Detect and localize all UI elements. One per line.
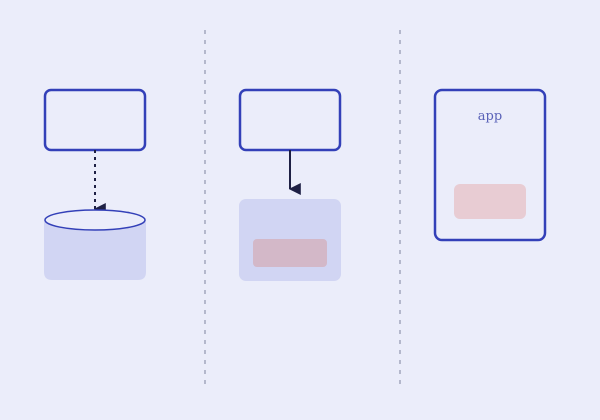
app-container (433, 88, 547, 242)
app-label: app (478, 109, 502, 124)
app-box (238, 88, 342, 152)
database-cylinder-icon (44, 209, 146, 280)
data-block (454, 184, 526, 219)
panel-external-store (43, 88, 147, 280)
data-block (253, 239, 327, 267)
panel-embedded-store (238, 88, 342, 281)
app-box (43, 88, 147, 152)
panel-in-app-store: app (433, 88, 547, 242)
